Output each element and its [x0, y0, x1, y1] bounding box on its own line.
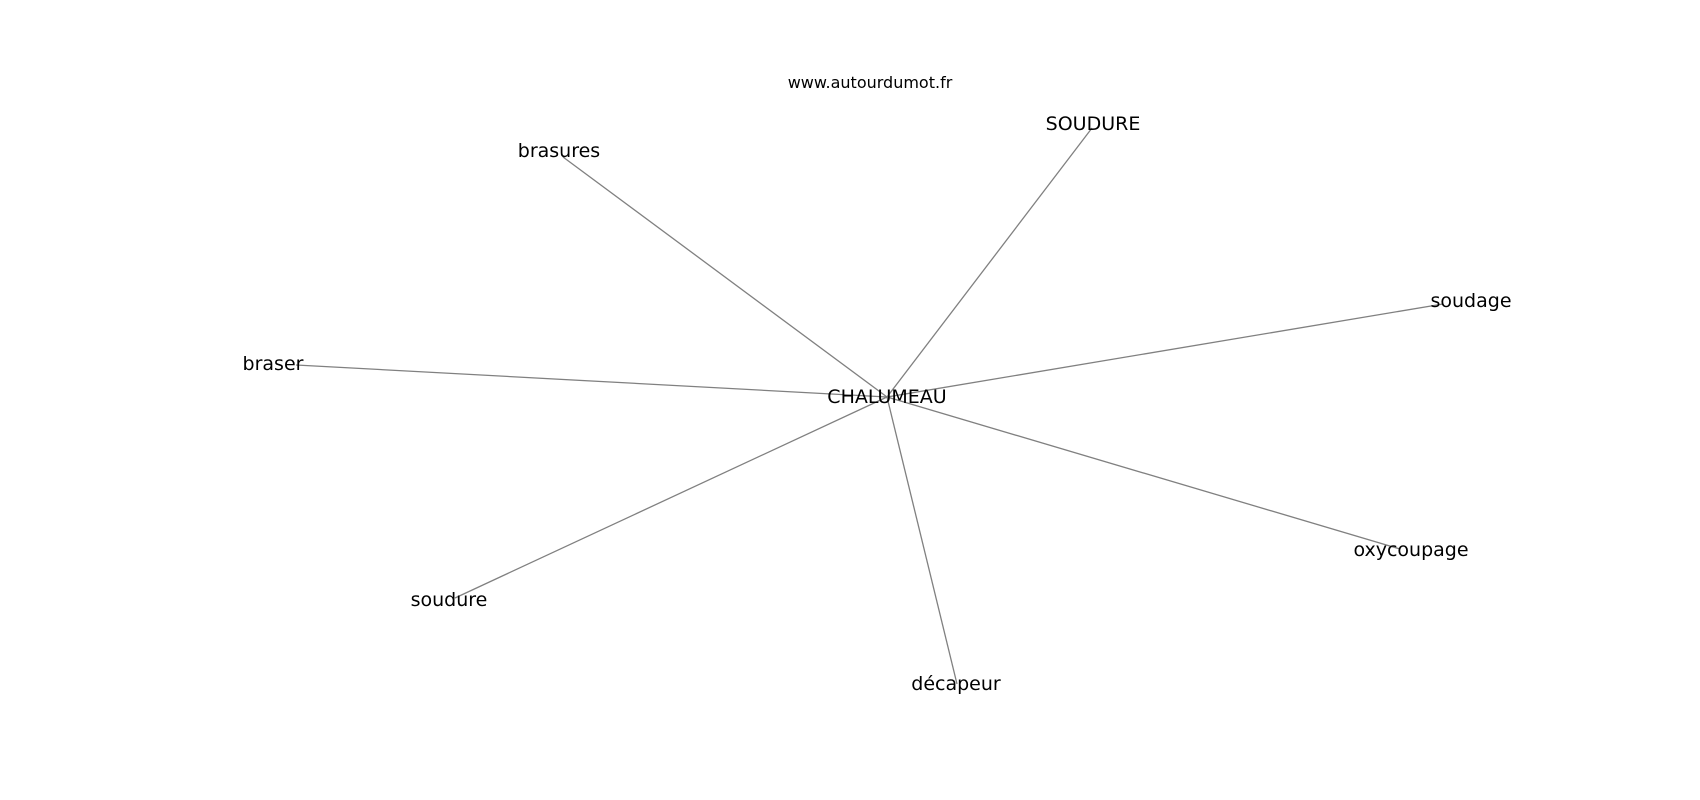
node-soudure: soudure — [411, 589, 488, 611]
node-braser: braser — [243, 353, 304, 375]
edge-chalumeau-soudure-upper — [886, 127, 1093, 398]
node-brasures: brasures — [518, 140, 600, 162]
edge-chalumeau-oxycoupage — [886, 396, 1401, 550]
node-soudure-upper: SOUDURE — [1046, 113, 1141, 135]
edge-chalumeau-braser — [295, 364, 888, 398]
edge-chalumeau-decapeur — [886, 396, 958, 685]
edges — [295, 127, 1444, 685]
node-oxycoupage: oxycoupage — [1353, 539, 1468, 561]
labels: www.autourdumot.fr CHALUMEAU brasures SO… — [243, 73, 1512, 695]
node-decapeur: décapeur — [911, 673, 1001, 695]
node-center-chalumeau: CHALUMEAU — [827, 386, 946, 408]
edge-chalumeau-soudure — [454, 396, 888, 599]
node-soudage: soudage — [1430, 290, 1511, 312]
watermark: www.autourdumot.fr — [788, 73, 953, 92]
edge-chalumeau-soudage — [886, 303, 1444, 398]
edge-chalumeau-brasures — [562, 156, 888, 398]
